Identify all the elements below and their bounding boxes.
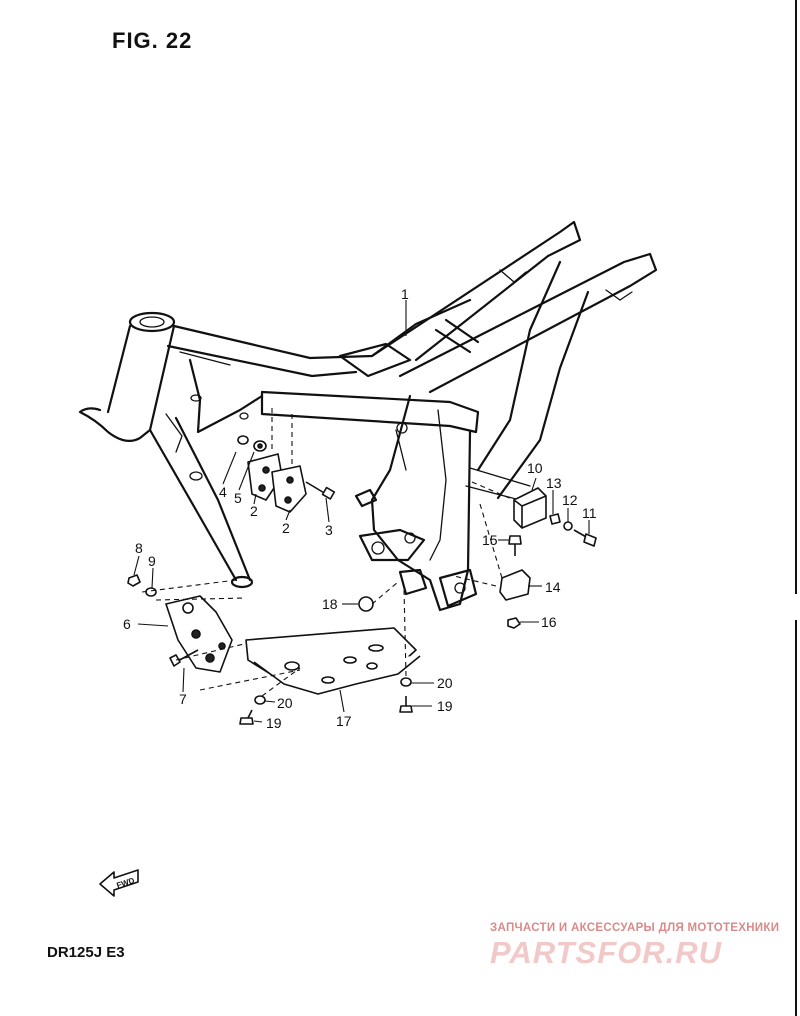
callout-2b: 2 [282,520,290,536]
watermark-logo: PARTSFOR.RU [490,935,723,970]
callout-19b: 19 [437,698,453,714]
pivot-hole [371,541,385,555]
mount-hole [454,582,466,594]
rear-crossbeam [260,390,480,434]
model-code: DR125J E3 [47,944,125,961]
engine-bracket-2 [247,453,307,513]
callout-15: 15 [482,532,498,548]
callout-8: 8 [135,540,143,556]
top-tube-upper [172,298,472,360]
rail-bracket-right [605,289,633,301]
nut-13 [549,513,561,525]
callout-1: 1 [401,286,409,302]
bolt-19-right [399,696,413,713]
down-tube [148,416,252,582]
callout-11: 11 [582,505,597,521]
seat-rail-left [370,220,582,362]
head-tube-bottom [78,407,152,443]
callout-20a: 20 [277,695,293,711]
callout-14: 14 [545,579,561,595]
callout-6: 6 [123,616,131,632]
rear-stay-left [476,260,562,472]
callout-9: 9 [148,553,156,569]
bolt-3 [305,481,336,500]
callout-12: 12 [562,492,578,508]
washer-20-right [400,677,412,687]
frame-body [78,220,658,612]
stay-brace [465,467,531,501]
rear-engine-plate [438,568,478,608]
callout-10: 10 [527,460,543,476]
callout-18: 18 [322,596,338,612]
skid-plate-17 [245,627,421,695]
callout-5: 5 [234,490,242,506]
cushion-18 [358,596,374,612]
head-tube [106,324,176,432]
post-slot [395,429,407,471]
callout-2a: 2 [250,503,258,519]
bolt-11 [573,529,597,547]
center-tube [188,358,264,434]
seat-crossmember [434,318,480,354]
head-tube-top [128,311,176,333]
pivot-plate [354,488,378,508]
fwd-arrow-icon: FWD [99,869,139,897]
rear-stay-right [496,290,590,500]
bolt-19-left [239,709,254,725]
washer-5 [253,440,267,452]
seat-post-inner [429,409,447,561]
washer-9 [145,587,157,597]
callout-7: 7 [179,691,187,707]
rail-bracket-left [499,269,527,283]
post-hole [396,422,408,434]
callout-16: 16 [541,614,557,630]
tank-mount-plate [338,342,412,378]
nut-16 [507,617,521,629]
top-tube-lower [166,344,358,378]
seat-rail-right [398,252,658,394]
pivot-hole [404,532,416,544]
callout-4: 4 [219,484,227,500]
head-gusset [165,413,183,453]
bolt-7 [169,649,199,667]
mount-hole [190,394,202,402]
callout-13: 13 [546,475,562,491]
callout-3: 3 [325,522,333,538]
washer-12 [563,521,573,531]
figure-title: FIG. 22 [112,28,193,53]
callout-numbers: 1 4 5 2 2 3 8 9 6 7 18 20 19 17 20 19 10… [123,286,597,731]
down-tube-end [230,575,254,589]
cushion-14 [499,569,531,601]
gusset-line [179,351,231,366]
watermark-tagline: ЗАПЧАСТИ И АКСЕССУАРЫ ДЛЯ МОТОТЕХНИКИ [490,922,780,934]
cushion-10 [513,487,547,529]
washer-4 [237,435,249,445]
engine-mount-lower [398,568,428,596]
callout-20b: 20 [437,675,453,691]
callout-19a: 19 [266,715,282,731]
head-tube-bore [139,316,165,328]
leader-lines [133,300,590,723]
bolt-15 [508,535,522,556]
nut-8 [127,574,141,587]
mount-hole [189,471,203,481]
callout-17: 17 [336,713,352,729]
washer-20-left [254,695,266,705]
mount-hole [239,412,249,420]
pivot-boss [358,528,426,562]
